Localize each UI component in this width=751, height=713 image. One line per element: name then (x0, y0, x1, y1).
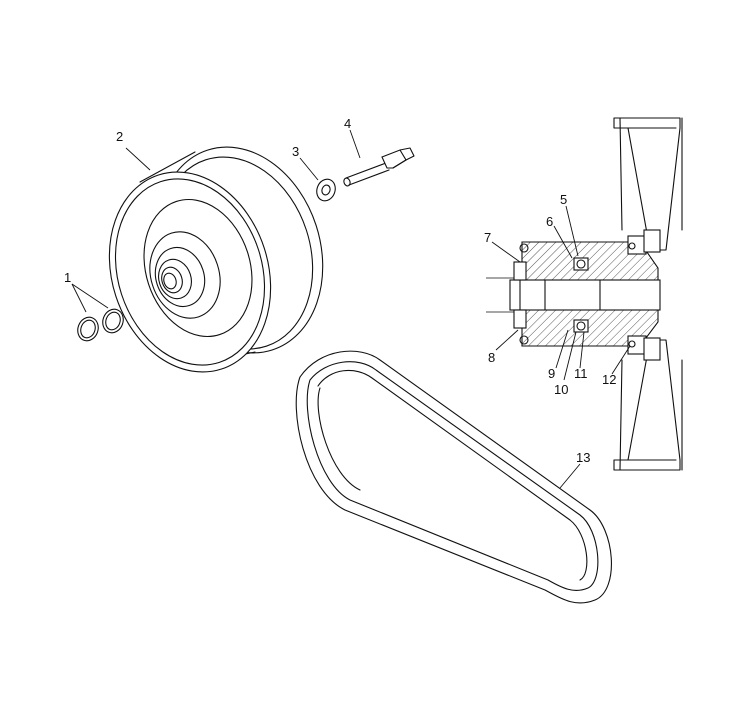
callout-8: 8 (488, 350, 495, 365)
leader-lines (71, 129, 631, 489)
callout-9: 9 (548, 366, 555, 381)
idler-pulley (108, 146, 324, 373)
callout-5: 5 (560, 192, 567, 207)
drive-pulley-section (486, 117, 683, 471)
callout-1: 1 (64, 270, 71, 285)
callout-11: 11 (574, 366, 588, 381)
callout-7: 7 (484, 230, 491, 245)
washer (316, 178, 336, 202)
o-rings (77, 308, 124, 342)
callout-6: 6 (546, 214, 553, 229)
v-belt (295, 350, 612, 604)
callout-10: 10 (554, 382, 568, 397)
callout-2: 2 (116, 129, 123, 144)
callout-13: 13 (576, 450, 590, 465)
callout-12: 12 (602, 372, 616, 387)
callout-4: 4 (344, 116, 351, 131)
bolt (343, 147, 415, 187)
callout-3: 3 (292, 144, 299, 159)
callout-labels: 1 2 3 4 5 6 7 8 9 10 11 12 13 (64, 116, 616, 465)
